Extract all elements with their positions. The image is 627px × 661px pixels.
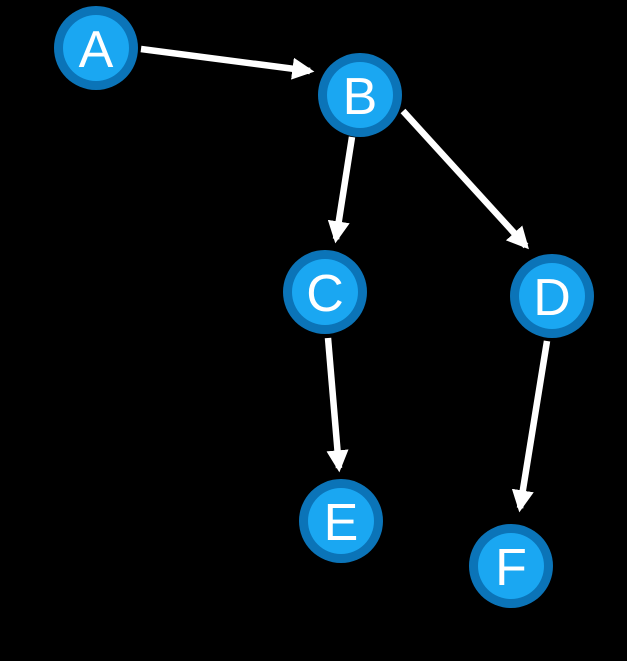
nodes-layer: A B C D E F xyxy=(54,6,594,608)
node-fill xyxy=(292,259,358,325)
node-label: C xyxy=(306,265,344,323)
node-fill xyxy=(478,533,544,599)
edges-layer xyxy=(140,45,551,513)
edge-D-F xyxy=(511,340,551,513)
node-fill xyxy=(519,263,585,329)
edge-B-C xyxy=(327,136,356,244)
node-label: B xyxy=(343,68,378,126)
graph-node-F[interactable]: F xyxy=(469,524,553,608)
graph-node-B[interactable]: B xyxy=(318,53,402,137)
graph-node-C[interactable]: C xyxy=(283,250,367,334)
node-fill xyxy=(63,15,129,81)
node-label: D xyxy=(533,269,571,327)
node-label: E xyxy=(324,494,359,552)
graph-node-A[interactable]: A xyxy=(54,6,138,90)
graph-node-E[interactable]: E xyxy=(299,479,383,563)
node-fill xyxy=(327,62,393,128)
node-label: A xyxy=(79,21,114,79)
node-fill xyxy=(308,488,374,554)
edge-C-E xyxy=(324,337,349,473)
graph-node-D[interactable]: D xyxy=(510,254,594,338)
edge-B-D xyxy=(400,108,529,250)
edge-A-B xyxy=(140,45,315,80)
node-label: F xyxy=(495,539,527,597)
